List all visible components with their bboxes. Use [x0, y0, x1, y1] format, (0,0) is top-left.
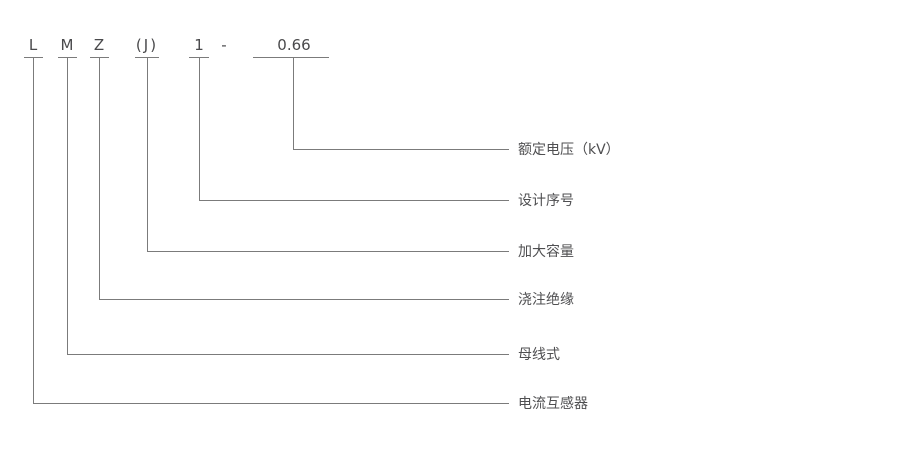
code-symbol-voltage: 0.66 — [277, 36, 311, 54]
leader-vertical-J — [147, 58, 148, 251]
underline-voltage — [253, 57, 329, 58]
leader-horizontal-J — [147, 251, 509, 252]
code-symbol-M: M — [60, 36, 74, 54]
leader-horizontal-serial — [199, 200, 509, 201]
underline-serial — [189, 57, 209, 58]
leader-horizontal-Z — [99, 299, 509, 300]
code-symbol-serial: 1 — [194, 36, 204, 54]
code-symbol-L: L — [28, 36, 38, 54]
underline-M — [58, 57, 77, 58]
underline-L — [24, 57, 43, 58]
leader-vertical-M — [67, 58, 68, 354]
label-design-serial: 设计序号 — [518, 193, 574, 209]
underline-Z — [90, 57, 109, 58]
leader-horizontal-M — [67, 354, 509, 355]
code-symbol-hyphen: - — [221, 36, 227, 54]
label-increased-capacity: 加大容量 — [518, 244, 574, 260]
code-symbol-Z: Z — [93, 36, 105, 54]
label-current-transformer: 电流互感器 — [518, 396, 588, 412]
leader-horizontal-L — [33, 403, 509, 404]
leader-vertical-Z — [99, 58, 100, 299]
leader-vertical-L — [33, 58, 34, 403]
label-rated-voltage: 额定电压（kV） — [518, 142, 620, 158]
leader-vertical-voltage — [293, 58, 294, 149]
leader-horizontal-voltage — [293, 149, 509, 150]
leader-vertical-serial — [199, 58, 200, 200]
code-symbol-J: (J) — [135, 36, 159, 54]
underline-J — [135, 57, 159, 58]
label-cast-insulation: 浇注绝缘 — [518, 292, 574, 308]
label-busbar-type: 母线式 — [518, 347, 560, 363]
